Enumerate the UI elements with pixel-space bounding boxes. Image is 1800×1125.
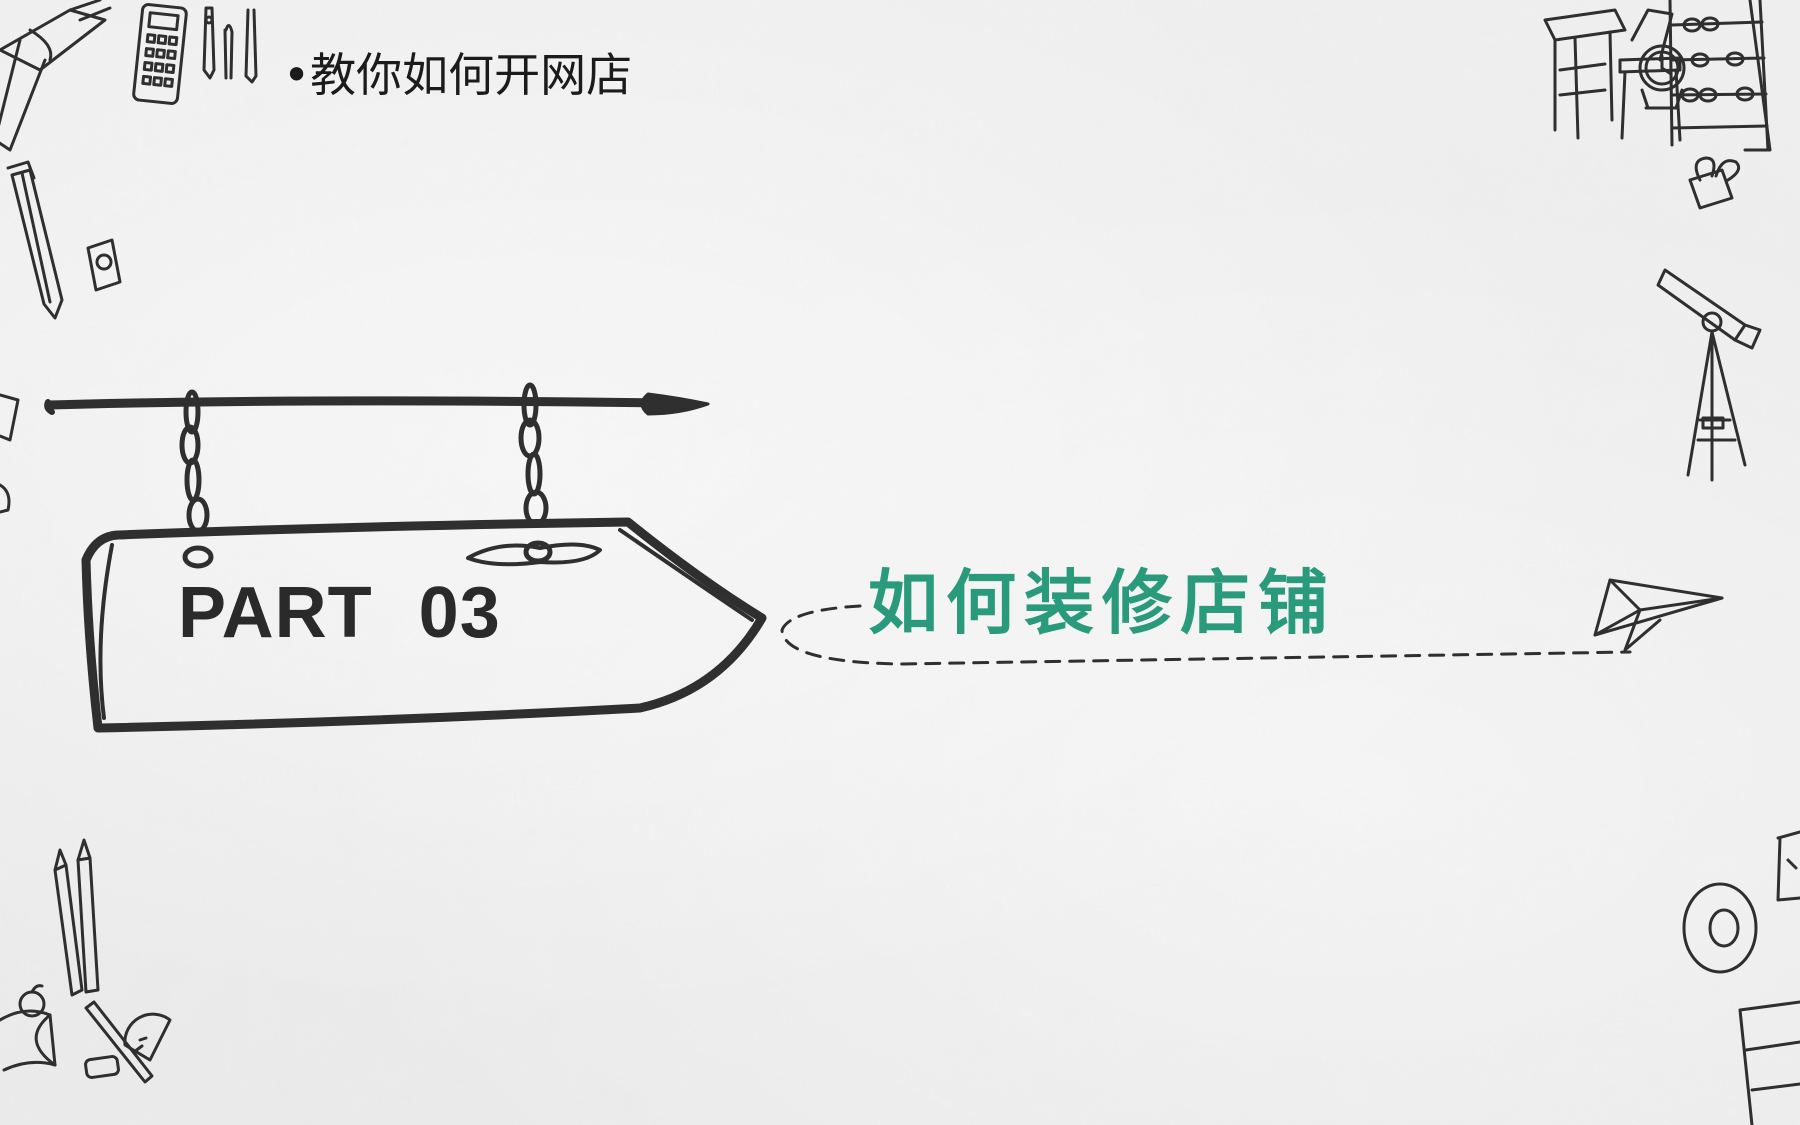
bullet-title: •教你如何开网店: [283, 48, 633, 102]
part-word: PART: [178, 573, 373, 653]
part-number: 03: [418, 573, 501, 653]
section-title: 如何装修店铺: [868, 562, 1336, 644]
